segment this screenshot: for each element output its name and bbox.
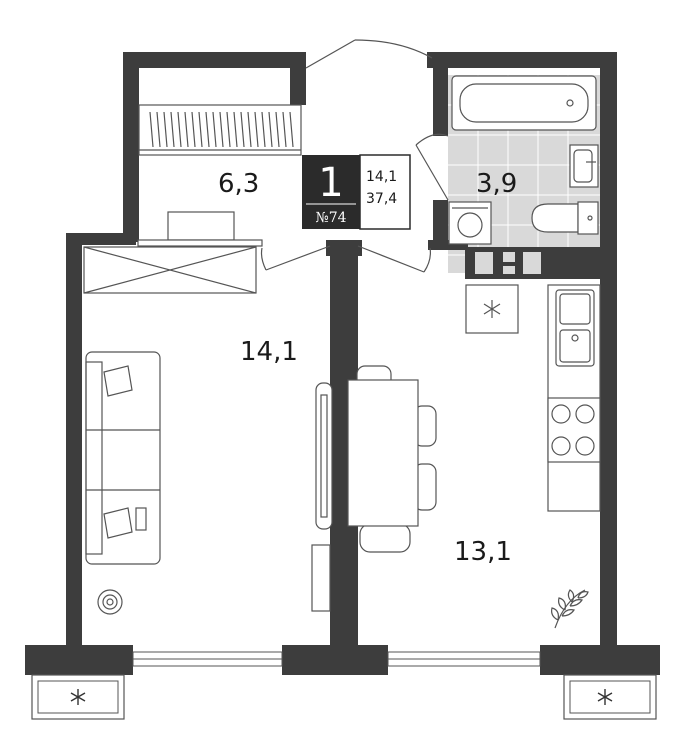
ac-unit-left	[31, 674, 125, 720]
sofa	[85, 351, 161, 565]
living-room-area-label: 14,1	[240, 337, 298, 367]
shaft	[523, 252, 541, 274]
tv-cabinet	[83, 246, 257, 294]
tv	[315, 382, 333, 530]
wardrobe	[138, 104, 302, 156]
sink	[569, 144, 599, 188]
living-area-value: 14,1	[366, 169, 397, 185]
floor-lamp	[97, 589, 123, 615]
hallway-area-label: 6,3	[218, 169, 259, 199]
apartment-badge: 1 №74 14,1 37,4	[302, 154, 411, 230]
washing-machine	[448, 201, 492, 245]
snowflake-icon	[483, 300, 501, 318]
windows	[132, 651, 541, 667]
shaft	[475, 252, 493, 274]
bathtub	[451, 75, 597, 131]
shaft	[503, 266, 515, 274]
apartment-number: №74	[315, 210, 346, 226]
kitchen-area-label: 13,1	[454, 537, 512, 567]
fridge	[465, 284, 519, 334]
rooms-count: 1	[318, 160, 343, 206]
plant	[551, 589, 589, 629]
total-area-value: 37,4	[366, 191, 397, 207]
doors	[260, 39, 449, 273]
shoe-bench	[167, 211, 235, 241]
hallway-partition	[137, 239, 263, 247]
cooktop	[547, 397, 601, 463]
side-table	[311, 544, 331, 612]
snowflake-icon	[70, 689, 86, 705]
bathroom-area-label: 3,9	[476, 169, 517, 199]
toilet	[531, 201, 599, 235]
dining-set	[347, 365, 437, 553]
snowflake-icon	[597, 689, 613, 705]
ac-unit-right	[563, 674, 657, 720]
shaft	[503, 252, 515, 262]
